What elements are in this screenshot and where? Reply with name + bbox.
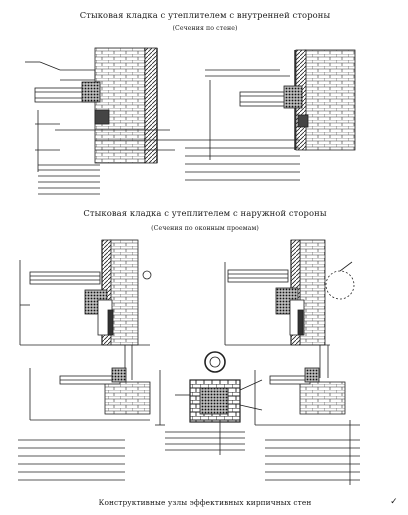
detail-top-left <box>25 47 185 195</box>
detail-bottom-center <box>165 351 263 455</box>
detail-middle-left <box>19 239 152 346</box>
corner-mark-icon: ✓ <box>390 497 398 507</box>
detail-bottom-right <box>254 345 360 485</box>
middle-section-subtitle: (Сечения по оконным проемам) <box>151 225 259 232</box>
detail-bottom-left <box>18 345 165 481</box>
middle-section-title: Стыковая кладка с утеплителем с наружной… <box>83 208 327 218</box>
detail-middle-right <box>224 239 355 346</box>
detail-top-right <box>185 49 356 181</box>
top-section-title: Стыковая кладка с утеплителем с внутренн… <box>79 10 331 20</box>
sheet-footer-title: Конструктивные узлы эффективных кирпичны… <box>98 498 312 507</box>
top-section-subtitle: (Сечения по стене) <box>172 25 238 32</box>
